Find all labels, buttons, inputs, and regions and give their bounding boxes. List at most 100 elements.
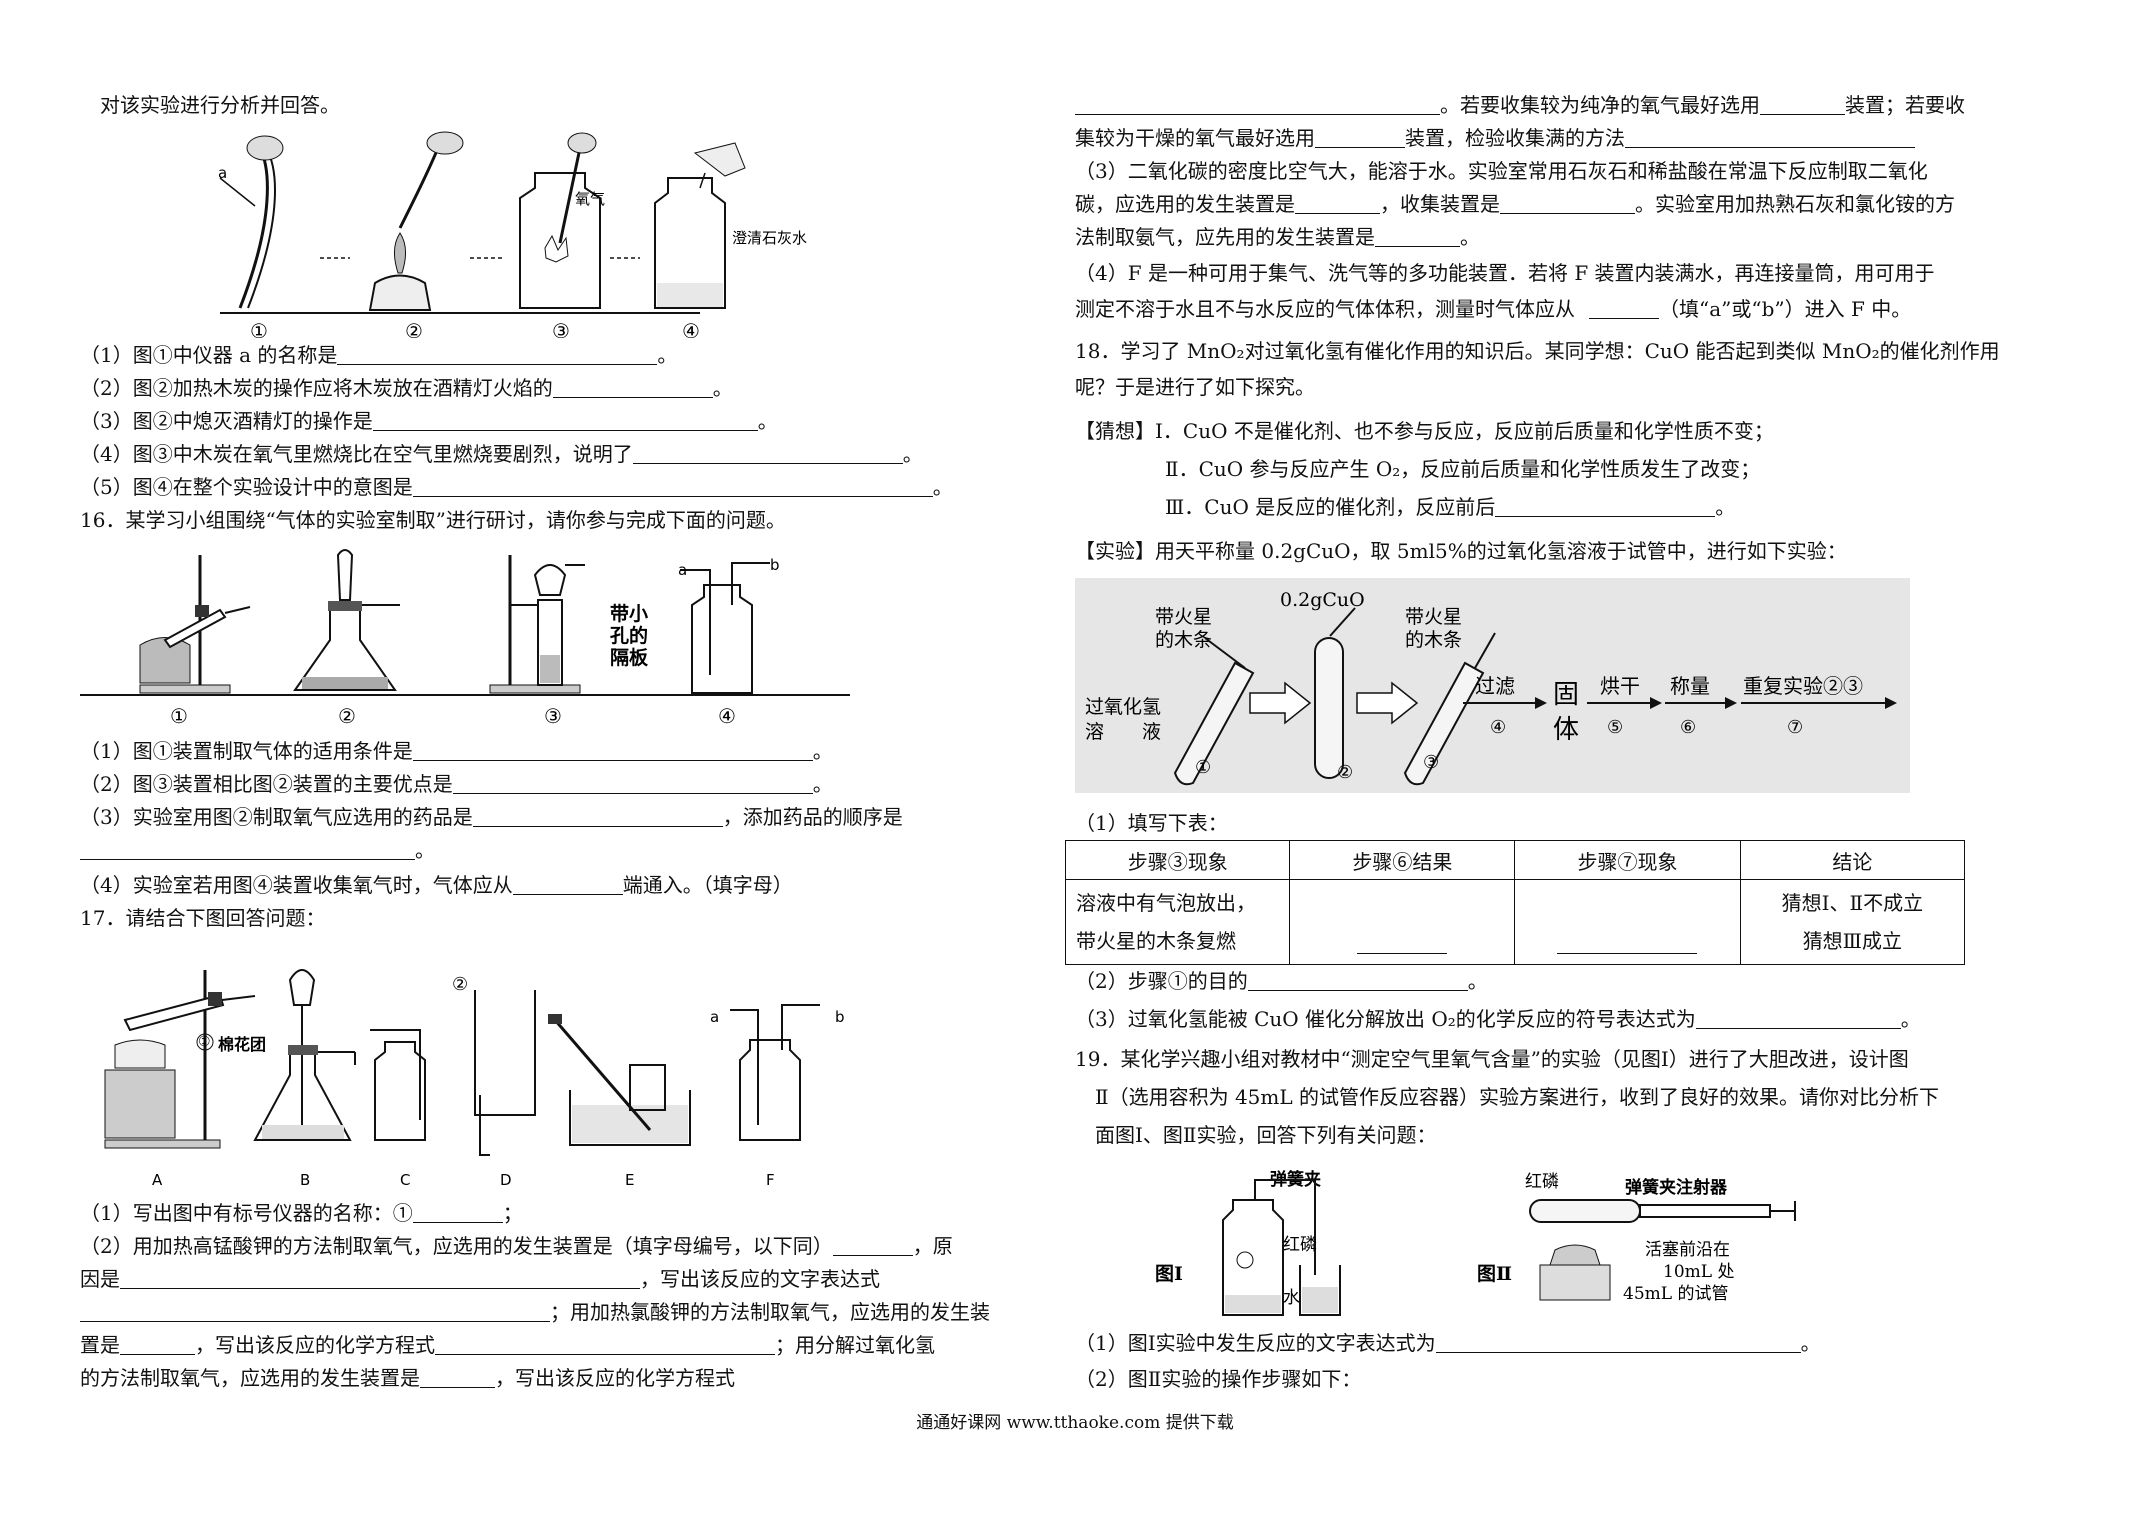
label-A: A: [152, 1171, 163, 1189]
apparatus-f-icon: [730, 1004, 820, 1141]
test-tube-3-icon: [1403, 632, 1496, 786]
fig-num-2: ②: [338, 704, 356, 728]
answer-blank[interactable]: [412, 476, 933, 497]
label-a: a: [710, 1008, 719, 1026]
answer-blank[interactable]: [80, 1301, 550, 1322]
answer-blank[interactable]: [472, 806, 723, 827]
table-header: 结论: [1739, 840, 1966, 880]
label-E: E: [625, 1171, 634, 1189]
q17-1: （1）写出图中有标号仪器的名称：①；: [80, 1201, 523, 1225]
label-a: a: [678, 561, 687, 579]
q19-line2: Ⅱ（选用容积为 45mL 的试管作反应容器）实验方案进行，收到了良好的效果。请你…: [1095, 1085, 1940, 1109]
answer-blank[interactable]: [452, 773, 813, 794]
dry-label: 烘干: [1600, 674, 1640, 698]
q19-q2: （2）图Ⅱ实验的操作步骤如下：: [1075, 1367, 1362, 1391]
q15-figure: a 氧气 澄清石灰水 ① ② ③ ④: [218, 131, 807, 338]
r2: 集较为干燥的氧气最好选用装置，检验收集满的方法: [1075, 125, 1915, 151]
label-b: b: [770, 556, 780, 574]
q16-3-cont: 。: [80, 837, 435, 863]
q18-line2: 呢？于是进行了如下探究。: [1075, 375, 1315, 399]
solid-label-1: 固: [1553, 680, 1579, 710]
step-5: ⑤: [1607, 717, 1623, 738]
h2o2-label-2: 溶 液: [1085, 721, 1161, 743]
answer-blank[interactable]: [1295, 193, 1380, 214]
answer-blank[interactable]: [420, 1367, 495, 1388]
q17-2e: 的方法制取氧气，应选用的发生装置是，写出该反应的化学方程式: [80, 1366, 735, 1390]
tube-label: 45mL 的试管: [1623, 1284, 1728, 1304]
label-oxygen: 氧气: [575, 190, 605, 208]
apparatus-e-icon: [548, 1014, 691, 1146]
answer-blank[interactable]: [435, 1334, 775, 1355]
q16-4: （4）实验室若用图④装置收集氧气时，气体应从端通入。（填字母）: [80, 873, 793, 897]
answer-blank[interactable]: [120, 1334, 195, 1355]
piston-label-1: 活塞前沿在: [1645, 1240, 1730, 1260]
table-cell: 猜想Ⅰ、Ⅱ不成立 猜想Ⅲ成立: [1739, 879, 1966, 965]
q17-2b: 因是，写出该反应的文字表达式: [80, 1267, 880, 1291]
answer-blank[interactable]: [412, 740, 813, 761]
apparatus-c-icon: [370, 1029, 426, 1141]
repeat-label: 重复实验②③: [1743, 674, 1863, 698]
answer-blank[interactable]: [1589, 298, 1659, 319]
answer-blank[interactable]: [412, 1202, 503, 1223]
splint-label-4: 的木条: [1405, 629, 1462, 651]
answer-blank[interactable]: [1495, 496, 1716, 517]
q16-1: （1）图①装置制取气体的适用条件是。: [80, 739, 833, 763]
fig-num-4: ④: [682, 319, 700, 338]
q17-title: 17．请结合下图回答问题：: [80, 906, 326, 930]
answer-blank[interactable]: [832, 1235, 913, 1256]
q15-3: （3）图②中熄灭酒精灯的操作是。: [80, 409, 778, 433]
results-table: 步骤③现象 步骤⑥结果 步骤⑦现象 结论 溶液中有气泡放出， 带火星的木条复燃 …: [1064, 840, 1966, 965]
test-tube-2-icon: [1314, 607, 1356, 779]
answer-blank[interactable]: [1075, 94, 1440, 115]
answer-blank[interactable]: [337, 344, 658, 365]
answer-blank[interactable]: [1357, 933, 1448, 954]
label-B: B: [300, 1171, 310, 1189]
answer-blank[interactable]: [552, 377, 713, 398]
fig-num-1: ①: [170, 704, 188, 728]
answer-blank[interactable]: [632, 443, 903, 464]
redp-label: 红磷: [1283, 1235, 1317, 1255]
q18-2: （2）步骤①的目的。: [1075, 969, 1488, 993]
r5: 法制取氨气，应先用的发生装置是。: [1075, 225, 1480, 249]
q17-2a: （2）用加热高锰酸钾的方法制取氧气，应选用的发生装置是（填字母编号，以下同），原: [80, 1234, 953, 1258]
table-header-row: 步骤③现象 步骤⑥结果 步骤⑦现象 结论: [1064, 840, 1966, 880]
apparatus-b-icon: [253, 969, 356, 1141]
answer-blank[interactable]: [372, 410, 758, 431]
partition-label-2: 孔的: [610, 624, 648, 647]
table-header: 步骤⑦现象: [1514, 840, 1741, 880]
table-header: 步骤③现象: [1064, 840, 1291, 880]
answer-blank[interactable]: [80, 839, 415, 860]
q16-title: 16．某学习小组围绕“气体的实验室制取”进行研讨，请你参与完成下面的问题。: [80, 508, 786, 532]
answer-blank[interactable]: [1557, 933, 1698, 954]
q19-q1: （1）图Ⅰ实验中发生反应的文字表达式为。: [1075, 1331, 1821, 1355]
table-cell: 溶液中有气泡放出， 带火星的木条复燃: [1064, 879, 1291, 965]
answer-blank[interactable]: [1435, 1332, 1801, 1353]
answer-blank[interactable]: [1315, 127, 1405, 148]
answer-blank[interactable]: [120, 1268, 640, 1289]
fig-num-4: ④: [718, 704, 736, 728]
answer-blank[interactable]: [512, 874, 623, 895]
label-two: ②: [452, 974, 468, 995]
label-b: b: [835, 1008, 845, 1026]
step-6: ⑥: [1680, 717, 1696, 738]
label-a: a: [218, 164, 227, 182]
heating-apparatus-icon: [139, 555, 251, 694]
answer-blank[interactable]: [1625, 127, 1915, 148]
footer-credit: 通通好课网 www.tthaoke.com 提供下载: [916, 1413, 1234, 1433]
fig-num-3: ③: [552, 319, 570, 338]
guess-3: Ⅲ．CuO 是反应的催化剂，反应前后。: [1165, 495, 1736, 519]
table-cell: [1514, 879, 1741, 965]
label-D: D: [500, 1171, 512, 1189]
conical-flask-icon: [293, 549, 400, 691]
table-header: 步骤⑥结果: [1289, 840, 1516, 880]
answer-blank[interactable]: [1375, 226, 1460, 247]
step-4: ④: [1490, 717, 1506, 738]
answer-blank[interactable]: [1695, 1008, 1901, 1029]
answer-blank[interactable]: [1247, 970, 1468, 991]
r1: 。若要收集较为纯净的氧气最好选用装置；若要收: [1075, 92, 1965, 118]
q19-line3: 面图Ⅰ、图Ⅱ实验，回答下列有关问题：: [1095, 1123, 1437, 1147]
answer-blank[interactable]: [1500, 193, 1635, 214]
answer-blank[interactable]: [1760, 94, 1845, 115]
guess-2: Ⅱ．CuO 参与反应产生 O₂，反应前后质量和化学性质发生了改变；: [1165, 457, 1761, 481]
label-one: ①: [198, 1034, 211, 1050]
